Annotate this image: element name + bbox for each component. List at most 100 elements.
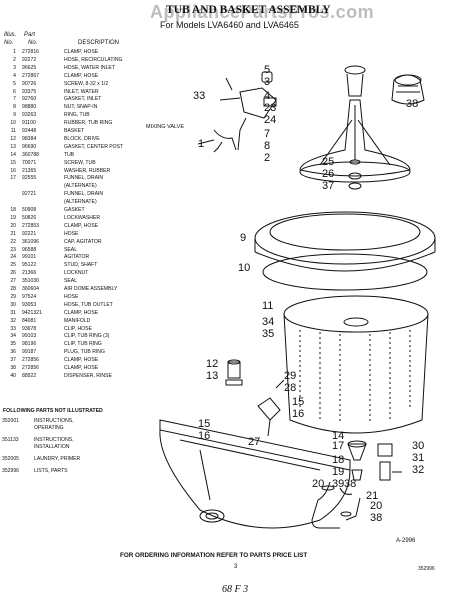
- seal-stack-drawing: [348, 159, 362, 190]
- part-description: SEAL: [64, 278, 78, 285]
- part-key: 1: [13, 49, 16, 55]
- air-dome-drawing: [257, 379, 285, 437]
- description-line: LAUNDRY, PRIMER: [34, 456, 81, 462]
- hose-drawing: [213, 141, 223, 153]
- callout-16-right: 16: [292, 408, 305, 420]
- part-number: 360788: [22, 151, 39, 158]
- part-key: 33: [10, 325, 16, 332]
- part-description: GASKET: [64, 207, 85, 213]
- part-key: 29: [10, 293, 16, 300]
- callout-34: 33: [193, 90, 206, 102]
- part-description: LOCKNUT: [64, 270, 89, 277]
- callout-1: 1: [198, 138, 205, 150]
- callout-15-left: 15: [198, 418, 211, 430]
- part-number: 272816: [22, 49, 39, 55]
- part-number: 97524: [22, 293, 37, 300]
- callout-5: 5: [264, 64, 271, 76]
- part-description: LAUNDRY, PRIMER: [34, 456, 80, 463]
- callout-21: 20: [370, 500, 383, 512]
- part-description: TUB: [64, 151, 75, 158]
- part-description: NUT, SNAP-IN: [64, 104, 98, 111]
- not-illustrated-title: FOLLOWING PARTS NOT ILLUSTRATED: [3, 408, 103, 414]
- part-description: CLIP, TUB RING: [64, 341, 102, 348]
- part-number: 9421321: [22, 309, 42, 316]
- callout-36: 35: [262, 328, 275, 340]
- callout-29: 28: [284, 382, 297, 394]
- part-description: CLIP, TUB RING (3): [64, 333, 110, 340]
- part-description: CLAMP, HOSE: [64, 72, 99, 79]
- callout-14: 14: [332, 430, 345, 442]
- part-key: 23: [10, 246, 16, 253]
- part-description: AGITATOR: [64, 254, 90, 261]
- part-number: 92221: [22, 230, 37, 237]
- doc-reference: 352996: [418, 566, 435, 572]
- part-key: 2: [13, 56, 16, 63]
- part-key: 6: [13, 88, 16, 95]
- part-key: 38: [10, 365, 16, 371]
- part-key: 15: [10, 159, 16, 166]
- part-number: 93678: [22, 325, 37, 332]
- part-number: 21365: [22, 167, 37, 174]
- part-description: RUBBER, TUB RING: [64, 120, 113, 127]
- part-number: 272867: [22, 72, 39, 79]
- part-number: 351030: [22, 278, 39, 285]
- part-number: 88922: [22, 372, 37, 379]
- header-illus: Illus.: [4, 32, 17, 38]
- tub-drawing: [159, 419, 351, 529]
- part-number: 98196: [22, 341, 37, 348]
- part-description: RING, TUB: [64, 112, 90, 119]
- callout-40: 38: [406, 98, 419, 110]
- part-number: 90726: [22, 80, 37, 87]
- callout-27: 26: [322, 168, 335, 180]
- part-number: 93263: [22, 112, 37, 119]
- watermark: AppliancePartsPros.com: [150, 2, 375, 22]
- part-number: 92272: [22, 56, 37, 63]
- part-description: BLOCK, DRIVE: [64, 135, 100, 142]
- part-description: (ALTERNATE): [64, 199, 97, 206]
- part-key: 10: [10, 120, 16, 127]
- part-number: 361096: [22, 238, 39, 245]
- callout-13: 13: [206, 370, 219, 382]
- part-description: INSTRUCTIONS,OPERATING: [34, 418, 74, 432]
- description-line: OPERATING: [34, 425, 64, 431]
- part-description: FUNNEL, DRAIN: [64, 191, 104, 198]
- table-header-description: DESCRIPTION: [78, 40, 120, 46]
- part-key: 13: [10, 143, 16, 150]
- part-number: 272856: [22, 365, 39, 371]
- callout-31: 30: [412, 440, 425, 452]
- part-description: CLAMP, HOSE: [64, 309, 99, 316]
- callout-3: 3: [264, 76, 271, 88]
- part-number: 352001: [2, 418, 19, 424]
- part-key: 24: [10, 254, 16, 261]
- part-number: 50908: [22, 207, 37, 213]
- callout-39: 39: [332, 478, 345, 490]
- header-part: Part: [24, 32, 36, 38]
- part-number: 92721: [22, 191, 37, 198]
- part-number: 99101: [22, 254, 37, 261]
- description-line: LISTS, PARTS: [34, 468, 68, 474]
- list-item: 352001 INSTRUCTIONS,OPERATING: [2, 418, 74, 432]
- part-key: 32: [10, 317, 16, 324]
- callout-18: 18: [332, 454, 345, 466]
- part-number: 272853: [22, 222, 39, 229]
- mixing-valve-drawing: [213, 71, 277, 151]
- callout-7: 7: [264, 128, 271, 140]
- part-description: SCREW, 8-32 x 1/2: [64, 80, 109, 87]
- part-key: 14: [10, 151, 16, 158]
